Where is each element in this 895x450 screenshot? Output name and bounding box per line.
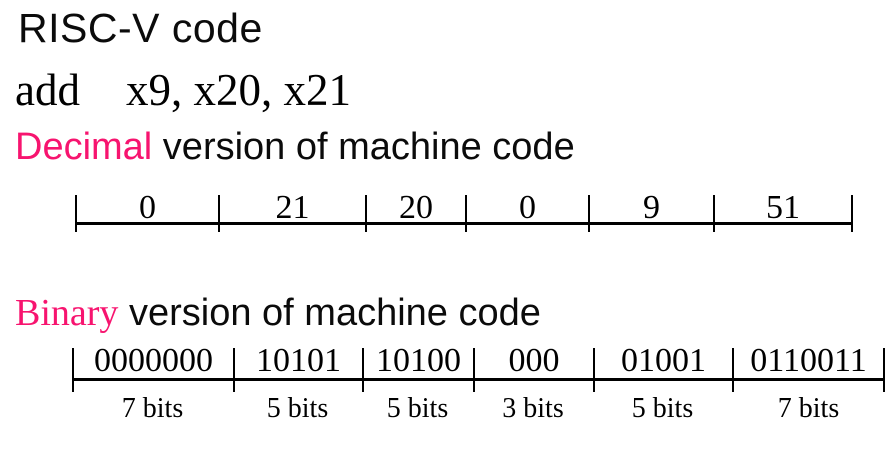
decimal-heading-highlight: Decimal <box>15 126 153 168</box>
decimal-field-value: 51 <box>766 189 800 226</box>
binary-field-value: 0000000 <box>94 342 213 379</box>
binary-field-value: 000 <box>508 342 560 379</box>
decimal-field-value: 0 <box>519 189 536 226</box>
decimal-field-row: 0 21 20 0 9 51 <box>75 189 853 232</box>
binary-heading-rest: version of machine code <box>118 292 541 334</box>
binary-field-funct7: 0000000 <box>72 342 233 392</box>
bit-width-label: 5 bits <box>631 393 694 424</box>
assembly-operands: x9, x20, x21 <box>125 65 351 115</box>
binary-section-heading: Binary version of machine code <box>15 291 541 335</box>
binary-field-row: 0000000 10101 10100 000 01001 0110011 <box>72 342 885 392</box>
decimal-field-funct7: 0 <box>75 189 218 232</box>
decimal-heading-rest: version of machine code <box>152 126 575 168</box>
decimal-field-value: 0 <box>139 189 156 226</box>
bit-width-label: 5 bits <box>266 393 329 424</box>
decimal-field-rs1: 20 <box>365 189 465 232</box>
binary-field-opcode: 0110011 <box>732 342 885 392</box>
binary-field-funct3: 000 <box>473 342 593 392</box>
decimal-section-heading: Decimal version of machine code <box>15 126 575 169</box>
bit-width-label: 7 bits <box>121 393 184 424</box>
binary-field-value: 01001 <box>621 342 706 379</box>
binary-heading-highlight: Binary <box>15 292 119 334</box>
decimal-field-value: 21 <box>275 189 310 226</box>
decimal-field-value: 20 <box>399 189 433 226</box>
binary-field-value: 0110011 <box>750 342 867 379</box>
decimal-field-rs2: 21 <box>218 189 365 232</box>
binary-field-rs2: 10101 <box>233 342 362 392</box>
decimal-field-rd: 9 <box>588 189 713 232</box>
decimal-field-funct3: 0 <box>465 189 588 232</box>
bit-width-label: 5 bits <box>386 393 449 424</box>
decimal-field-opcode: 51 <box>713 189 853 232</box>
bit-width-label: 7 bits <box>777 393 840 424</box>
binary-field-rd: 01001 <box>593 342 732 392</box>
binary-field-rs1: 10100 <box>362 342 473 392</box>
binary-field-value: 10100 <box>376 342 461 379</box>
page-title: RISC-V code <box>18 5 263 51</box>
bit-width-label: 3 bits <box>502 393 564 424</box>
binary-field-value: 10101 <box>256 342 341 379</box>
assembly-instruction: add x9, x20, x21 <box>15 64 351 116</box>
decimal-field-value: 9 <box>643 189 660 226</box>
assembly-mnemonic: add <box>15 65 80 115</box>
bit-width-label-row: 7 bits 5 bits 5 bits 3 bits 5 bits 7 bit… <box>72 393 885 425</box>
